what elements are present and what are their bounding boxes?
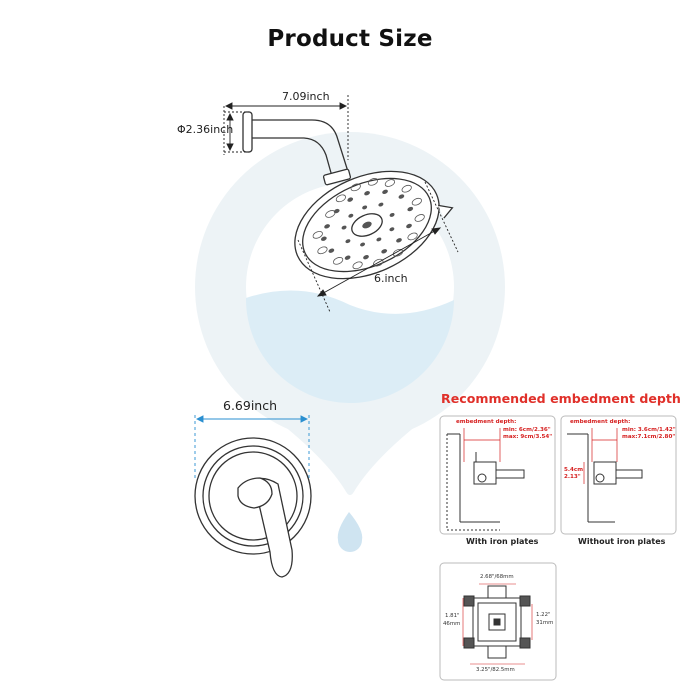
valve-top-dimension: 2.68"/68mm	[480, 574, 514, 580]
embedment-max-2: max:7.1cm/2.80"	[622, 434, 676, 440]
valve-left-dimension-b: 46mm	[443, 621, 461, 627]
embedment-panel-without-plates	[560, 415, 677, 535]
caption-without-plates: Without iron plates	[578, 537, 666, 546]
valve-right-dimension-a: 1.22"	[536, 612, 551, 618]
head-diameter-label: 6.inch	[374, 272, 408, 285]
valve-body-panel	[439, 562, 557, 681]
shower-dimension-lines	[223, 95, 459, 313]
embedment-min-1: min: 6cm/2.36"	[503, 427, 551, 433]
page-title: Product Size	[267, 26, 433, 52]
plate-diameter-label: 6.69inch	[223, 398, 278, 413]
shower-head-drawing	[294, 170, 454, 280]
arm-length-label: 7.09inch	[282, 90, 330, 103]
embedment-max-1: max: 9cm/3.54"	[503, 434, 553, 440]
caption-with-plates: With iron plates	[466, 537, 539, 546]
trim-dimension-lines	[194, 415, 310, 480]
shower-arm-drawing	[242, 111, 352, 186]
embedment-label-2: embedment depth:	[570, 419, 631, 425]
trim-plate-drawing	[194, 437, 312, 578]
embedment-panel-with-plates	[439, 415, 556, 535]
flange-diameter-label: Φ2.36inch	[177, 123, 234, 136]
embedment-side-a: 5.4cm	[564, 467, 584, 473]
embedment-min-2: min: 3.6cm/1.42"	[622, 427, 676, 433]
valve-right-dimension-b: 31mm	[536, 620, 554, 626]
embedment-heading: Recommended embedment depth	[441, 391, 681, 406]
valve-left-dimension-a: 1.81"	[445, 613, 460, 619]
embedment-side-b: 2.13"	[564, 474, 581, 480]
embedment-label-1: embedment depth:	[456, 419, 517, 425]
valve-bottom-dimension: 3.25"/82.5mm	[476, 667, 515, 673]
